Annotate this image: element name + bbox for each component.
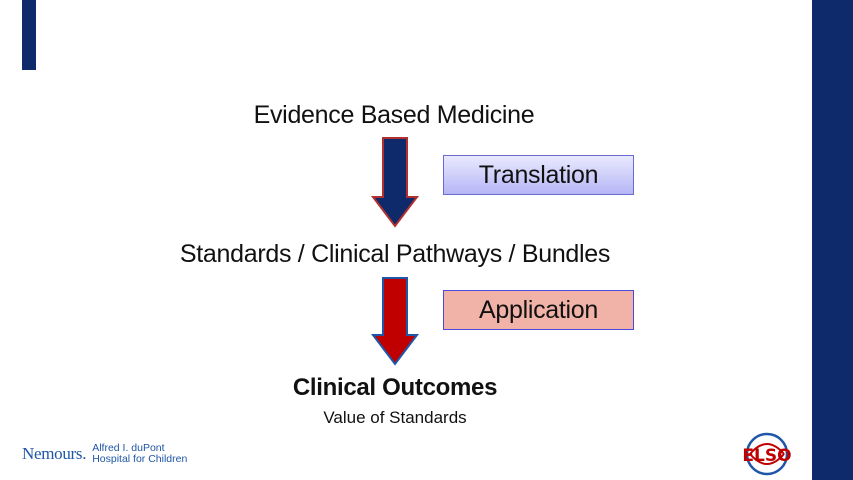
nemours-logo: Nemours. Alfred I. duPont Hospital for C… <box>22 440 187 465</box>
right-accent-bar <box>812 0 853 480</box>
hospital-name-line1: Alfred I. duPont <box>92 442 165 454</box>
down-arrow-icon <box>370 277 420 366</box>
nemours-wordmark: Nemours. <box>22 444 87 463</box>
application-box: Application <box>443 290 634 330</box>
application-label: Application <box>478 295 598 324</box>
value-of-standards-subtitle: Value of Standards <box>323 408 467 427</box>
svg-text:ELSO: ELSO <box>742 446 791 466</box>
translation-label: Translation <box>478 160 599 189</box>
down-arrow-icon <box>370 137 420 228</box>
hospital-name: Alfred I. duPont Hospital for Children <box>92 443 187 465</box>
left-accent-bar <box>22 0 36 70</box>
standards-pathways-bundles-label: Standards / Clinical Pathways / Bundles <box>179 240 611 268</box>
clinical-outcomes-title: Clinical Outcomes <box>292 374 498 401</box>
hospital-name-line2: Hospital for Children <box>92 453 188 465</box>
translation-box: Translation <box>443 155 634 195</box>
evidence-based-medicine-label: Evidence Based Medicine <box>253 101 535 129</box>
elso-logo-icon: ELSO <box>742 432 792 476</box>
